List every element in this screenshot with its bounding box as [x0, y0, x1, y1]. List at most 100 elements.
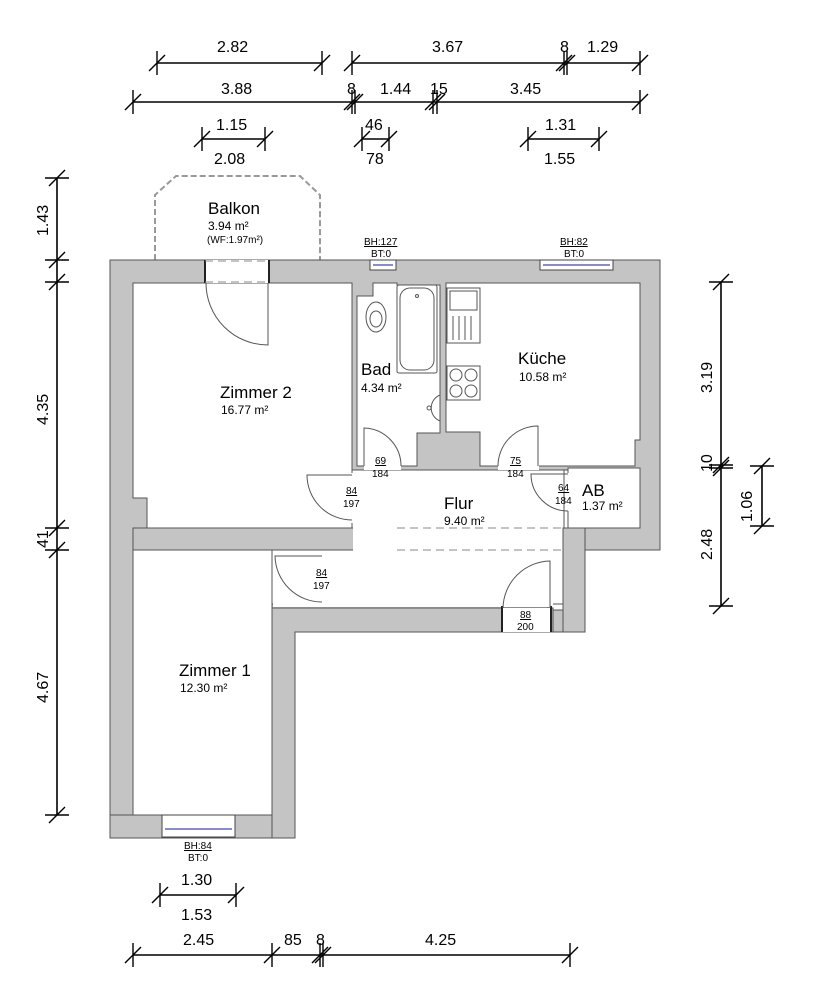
stove-icon — [446, 365, 481, 401]
window-kueche-bt: BT:0 — [564, 249, 584, 260]
dim-label: 3.67 — [432, 39, 463, 56]
door-zimmer1[interactable]: 84 197 — [274, 555, 330, 605]
dim-label: 15 — [430, 81, 448, 98]
door-kueche-height: 184 — [507, 469, 524, 480]
balcony-door[interactable] — [204, 260, 270, 346]
dim-label: 1.43 — [35, 205, 52, 236]
dim-tick — [380, 130, 398, 148]
room-name-ab: AB — [582, 481, 605, 500]
toilet-icon — [365, 301, 387, 333]
dim-label: 1.06 — [739, 491, 756, 522]
dim-tick — [48, 806, 66, 824]
sink-icon — [446, 287, 481, 344]
dim-tick — [346, 93, 364, 111]
room-area-ab: 1.37 m² — [582, 499, 623, 513]
dim-tick — [193, 130, 211, 148]
door-zimmer1-width: 84 — [316, 568, 328, 579]
door-kueche-width: 75 — [510, 456, 522, 467]
door-ab-width: 64 — [558, 483, 570, 494]
dim-label: 1.30 — [181, 872, 212, 889]
dim-label: 8 — [347, 81, 356, 98]
door-bad-width: 69 — [375, 456, 387, 467]
dim-label: 1.53 — [181, 907, 212, 924]
door-ab-height: 184 — [555, 496, 572, 507]
dim-tick — [561, 946, 579, 964]
dim-tick — [256, 130, 274, 148]
door-ab[interactable]: 64 184 — [530, 473, 572, 512]
dim-tick — [124, 946, 142, 964]
door-zimmer1-height: 197 — [313, 581, 330, 592]
dim-tick — [343, 54, 361, 72]
dim-label: 2.48 — [699, 529, 716, 560]
room-area-flur: 9.40 m² — [444, 514, 485, 528]
dim-tick — [48, 169, 66, 187]
dim-tick — [519, 130, 537, 148]
dim-label: 78 — [366, 151, 384, 168]
room-area-zimmer2: 16.77 m² — [221, 403, 268, 417]
dim-tick — [48, 541, 66, 559]
room-name-bad: Bad — [361, 360, 391, 379]
dim-label: 2.08 — [214, 151, 245, 168]
dim-label: 2.45 — [183, 932, 214, 949]
dim-label: 4.25 — [425, 932, 456, 949]
door-bad[interactable]: 69 184 — [363, 427, 402, 480]
dim-label: 3.19 — [699, 362, 716, 393]
walls — [109, 259, 661, 839]
door-kueche[interactable]: 75 184 — [497, 425, 539, 480]
window-zimmer1-bt: BT:0 — [188, 853, 208, 864]
dim-tick — [424, 93, 442, 111]
dim-label: 46 — [365, 117, 383, 134]
window-bad: BH:127 BT:0 — [364, 237, 398, 271]
room-name-zimmer1: Zimmer 1 — [179, 661, 251, 680]
dim-tick — [48, 273, 66, 291]
bathroom-fixtures — [365, 284, 441, 422]
dim-tick — [263, 946, 281, 964]
dim-tick — [631, 93, 649, 111]
dim-label: 1.55 — [544, 151, 575, 168]
bathtub-icon — [396, 284, 438, 374]
dim-tick — [311, 946, 329, 964]
dim-label: 3.45 — [510, 81, 541, 98]
dim-label: 3.88 — [221, 81, 252, 98]
balcony: Balkon 3.94 m² (WF:1.97m²) — [154, 175, 321, 260]
dimension-lines — [45, 51, 774, 967]
kitchen-fixtures — [446, 287, 481, 401]
dim-tick — [712, 456, 730, 474]
dim-label: 1.29 — [587, 39, 618, 56]
window-kueche: BH:82 BT:0 — [539, 237, 614, 271]
window-bad-bt: BT:0 — [371, 249, 391, 260]
window-kueche-bh: BH:82 — [560, 237, 588, 248]
dim-tick — [314, 946, 332, 964]
dim-label: 1.44 — [380, 81, 411, 98]
dim-tick — [48, 519, 66, 537]
room-area-zimmer1: 12.30 m² — [180, 681, 227, 695]
dim-tick — [151, 886, 169, 904]
window-bad-bh: BH:127 — [364, 237, 398, 248]
dim-label: 4.67 — [35, 672, 52, 703]
dim-tick — [148, 54, 166, 72]
door-zimmer2[interactable]: 84 197 — [306, 473, 360, 523]
room-note-balkon: (WF:1.97m²) — [207, 235, 263, 246]
dim-tick — [712, 597, 730, 615]
room-name-zimmer2: Zimmer 2 — [220, 383, 292, 402]
dim-label: 10 — [699, 454, 716, 472]
dim-tick — [558, 54, 576, 72]
entrance-door[interactable]: 88 200 — [501, 560, 552, 633]
room-area-bad: 4.34 m² — [361, 381, 402, 395]
window-zimmer1-bh: BH:84 — [184, 841, 212, 852]
door-zimmer2-height: 197 — [343, 499, 360, 510]
entrance-door-width: 88 — [520, 610, 532, 621]
door-bad-height: 184 — [372, 469, 389, 480]
room-area-kueche: 10.58 m² — [519, 370, 566, 384]
room-name-balkon: Balkon — [208, 199, 260, 218]
room-area-balkon: 3.94 m² — [208, 219, 249, 233]
dim-tick — [753, 517, 771, 535]
dim-label: 8 — [560, 39, 569, 56]
dim-tick — [124, 93, 142, 111]
dim-label: 85 — [284, 932, 302, 949]
dimension-labels: 2.82 3.67 8 1.29 3.88 8 1.44 15 3.45 1.1… — [35, 39, 756, 949]
dim-tick — [712, 459, 730, 477]
room-name-kueche: Küche — [518, 349, 566, 368]
dim-label: 1.31 — [545, 117, 576, 134]
